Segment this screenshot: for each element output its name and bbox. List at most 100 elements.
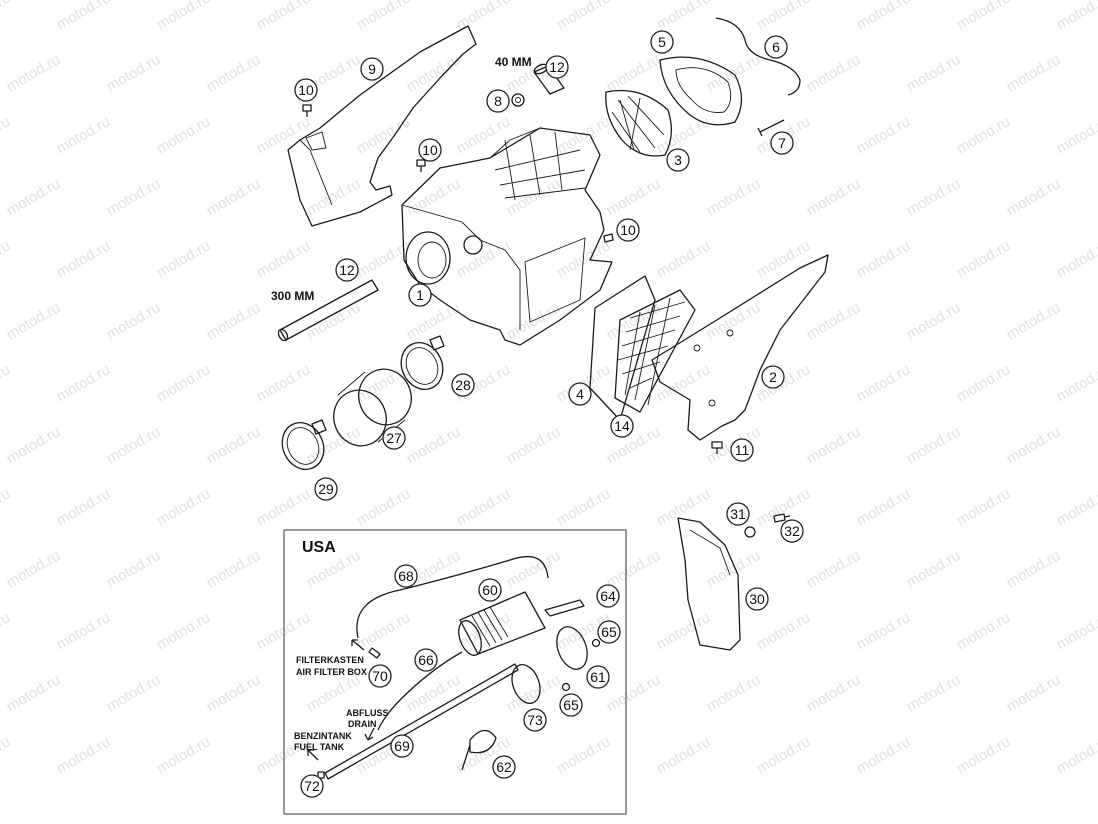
svg-text:64: 64 — [600, 588, 616, 604]
watermark-text: motod.ru — [454, 237, 514, 281]
part-69-fuel-line — [324, 663, 519, 780]
watermark-text: motod.ru — [904, 299, 964, 343]
callout-10-a: 10 — [294, 78, 318, 102]
watermark-text: motod.ru — [354, 609, 414, 653]
svg-text:66: 66 — [418, 652, 434, 668]
watermark-text: motod.ru — [1054, 733, 1098, 777]
part-61-clamp — [556, 626, 588, 670]
watermark-text: motod.ru — [0, 733, 13, 777]
watermark-text: motod.ru — [1004, 423, 1064, 467]
part-8-grommet — [511, 93, 525, 107]
watermark-text: motod.ru — [1054, 237, 1098, 281]
watermark-text: motod.ru — [604, 51, 664, 95]
svg-text:31: 31 — [730, 506, 746, 522]
watermark-text: motod.ru — [904, 51, 964, 95]
watermark-text: motod.ru — [804, 547, 864, 591]
watermark-text: motod.ru — [54, 733, 114, 777]
watermark-text: motod.ru — [1004, 175, 1064, 219]
callout-64: 64 — [596, 584, 620, 608]
bolt-11 — [711, 441, 723, 454]
watermark-text: motod.ru — [404, 299, 464, 343]
watermark-text: motod.ru — [654, 733, 714, 777]
usa-kit-frame — [283, 529, 627, 815]
watermark-text: motod.ru — [0, 485, 13, 529]
watermark-text: motod.ru — [804, 175, 864, 219]
callout-12-a: 12 — [545, 55, 569, 79]
callout-4: 4 — [568, 382, 592, 406]
svg-text:69: 69 — [394, 738, 410, 754]
svg-text:12: 12 — [549, 59, 565, 75]
watermark-text: motod.ru — [804, 299, 864, 343]
svg-text:7: 7 — [778, 135, 786, 151]
svg-text:3: 3 — [674, 152, 682, 168]
watermark-text: motod.ru — [754, 609, 814, 653]
callout-6: 6 — [764, 35, 788, 59]
watermark-text: motod.ru — [904, 175, 964, 219]
callout-27: 27 — [382, 426, 406, 450]
svg-text:4: 4 — [576, 386, 584, 402]
watermark-text: motod.ru — [204, 299, 264, 343]
callout-1: 1 — [408, 283, 432, 307]
svg-text:28: 28 — [455, 377, 471, 393]
watermark-text: motod.ru — [754, 0, 814, 33]
callout-5: 5 — [650, 30, 674, 54]
watermark-text: motod.ru — [204, 671, 264, 715]
watermark-text: motod.ru — [954, 485, 1014, 529]
watermark-text: motod.ru — [1054, 113, 1098, 157]
callout-2: 2 — [761, 365, 785, 389]
watermark-text: motod.ru — [854, 733, 914, 777]
watermark-text: motod.ru — [854, 609, 914, 653]
watermark-text: motod.ru — [1054, 361, 1098, 405]
part-70-connector — [368, 647, 381, 659]
watermark-text: motod.ru — [904, 671, 964, 715]
svg-text:27: 27 — [386, 430, 402, 446]
callout-29: 29 — [314, 477, 338, 501]
part-3-filter-cage — [605, 89, 672, 157]
callout-66: 66 — [414, 648, 438, 672]
callout-12-b: 12 — [335, 258, 359, 282]
watermark-text: motod.ru — [54, 237, 114, 281]
watermark-text: motod.ru — [404, 671, 464, 715]
watermark-text: motod.ru — [954, 609, 1014, 653]
callout-72: 72 — [300, 774, 324, 798]
watermark-text: motod.ru — [854, 0, 914, 33]
watermark-text: motod.ru — [754, 237, 814, 281]
callout-8: 8 — [486, 89, 510, 113]
part-72-connector — [317, 771, 325, 779]
label-filterkasten: FILTERKASTEN — [296, 655, 364, 665]
part-9-left-side-cover — [287, 25, 477, 227]
part-65-nut-a — [591, 638, 601, 648]
watermark-text: motod.ru — [254, 361, 314, 405]
watermark-text: motod.ru — [804, 671, 864, 715]
watermark-text: motod.ru — [704, 547, 764, 591]
svg-text:73: 73 — [527, 712, 543, 728]
callout-65-a: 65 — [597, 620, 621, 644]
watermark-text: motod.ru — [554, 0, 614, 33]
watermark-text: motod.ru — [654, 237, 714, 281]
watermark-text: motod.ru — [704, 175, 764, 219]
callout-60: 60 — [478, 578, 502, 602]
callout-68: 68 — [394, 564, 418, 588]
part-29-hose-clamp — [281, 419, 327, 470]
watermark-text: motod.ru — [754, 733, 814, 777]
bolt-10-b — [416, 159, 426, 172]
watermark-text: motod.ru — [1004, 671, 1064, 715]
watermark-text: motod.ru — [854, 113, 914, 157]
part-62-cable-tie — [461, 729, 497, 771]
watermark-text: motod.ru — [554, 733, 614, 777]
watermark-layer: motod.ru motod.ru motod.ru motod.ru motod.ru… — [0, 0, 1098, 777]
watermark-text: motod.ru — [154, 113, 214, 157]
label-fuel-tank: FUEL TANK — [294, 742, 345, 752]
watermark-text: motod.ru — [104, 423, 164, 467]
watermark-text: motod.ru — [254, 113, 314, 157]
callout-14: 14 — [610, 414, 634, 438]
part-6-wire-clip — [715, 17, 801, 96]
watermark-text: motod.ru — [354, 485, 414, 529]
watermark-text: motod.ru — [704, 671, 764, 715]
watermark-text: motod.ru — [904, 547, 964, 591]
callout-9: 9 — [360, 57, 384, 81]
watermark-text: motod.ru — [904, 423, 964, 467]
watermark-text: motod.ru — [4, 51, 64, 95]
watermark-text: motod.ru — [54, 113, 114, 157]
watermark-text: motod.ru — [354, 0, 414, 33]
